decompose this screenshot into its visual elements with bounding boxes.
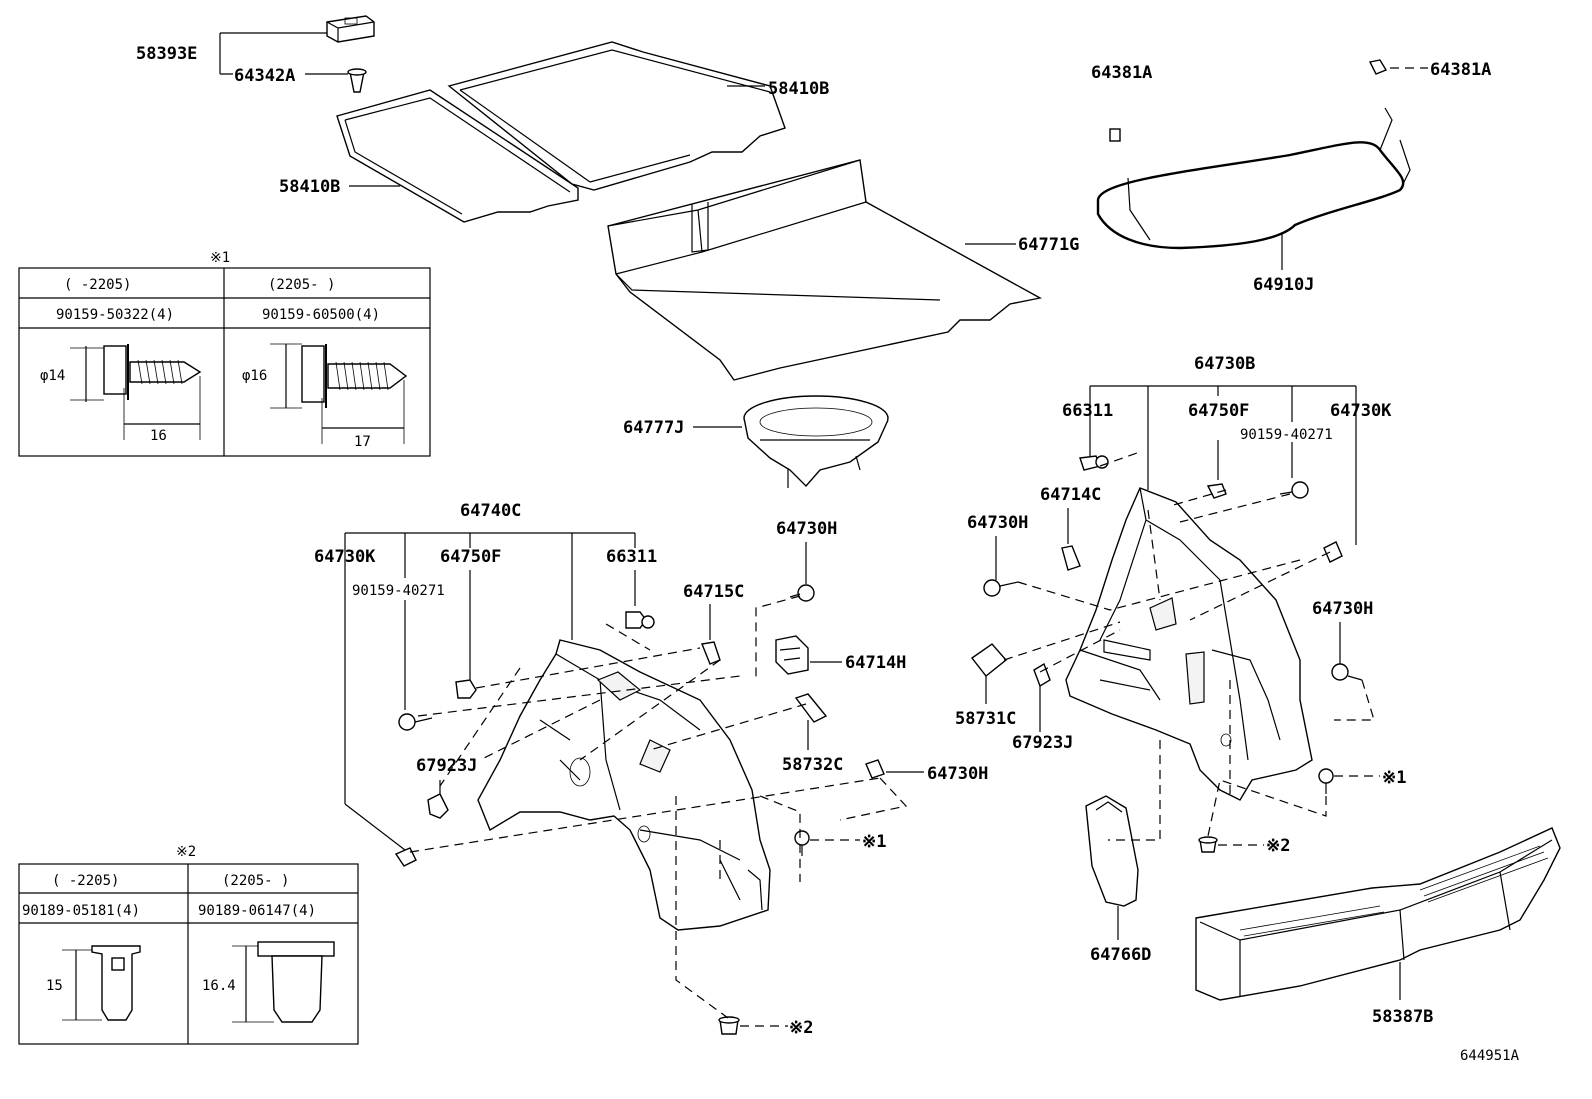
table2-col2-part: 90189-06147(4) xyxy=(198,903,316,919)
table2-col2-period: (2205- ) xyxy=(222,873,289,889)
label-64766D[interactable]: 64766D xyxy=(1090,945,1151,965)
part-67923J-left xyxy=(427,793,449,819)
screw-64730H-a xyxy=(789,584,815,602)
table1-col2-dia: φ16 xyxy=(242,368,267,384)
label-67923J-left[interactable]: 67923J xyxy=(416,756,477,776)
table1-col2-period: (2205- ) xyxy=(268,277,335,293)
label-58393E[interactable]: 58393E xyxy=(136,44,197,64)
table2-col2-height: 16.4 xyxy=(202,978,236,994)
clip-64730K-left xyxy=(394,847,417,867)
label-66311-right[interactable]: 66311 xyxy=(1062,401,1113,421)
part-58410B-board-right xyxy=(447,41,786,191)
label-mark1-right[interactable]: ※1 xyxy=(1382,768,1406,788)
label-64714C[interactable]: 64714C xyxy=(1040,485,1101,505)
clip-64342A xyxy=(347,68,367,93)
label-64730H-a[interactable]: 64730H xyxy=(776,519,837,539)
clip-64750F-right xyxy=(1206,483,1227,499)
part-64714H xyxy=(775,635,809,675)
screw-mark1-left xyxy=(794,830,810,856)
label-58410B-left[interactable]: 58410B xyxy=(279,177,340,197)
screw-icon-col2 xyxy=(270,343,408,444)
clip-64730K-right xyxy=(1323,541,1343,563)
clip-64730H-b xyxy=(865,759,885,779)
part-64715C xyxy=(701,641,721,665)
part-58410B-board-left xyxy=(336,89,579,223)
label-64750F-right[interactable]: 64750F xyxy=(1188,401,1249,421)
part-58732C xyxy=(794,693,828,723)
table2-title: ※2 xyxy=(176,844,196,860)
illustration-code: 644951A xyxy=(1460,1048,1520,1064)
clip-64750F-left xyxy=(455,679,477,699)
label-64730K-left[interactable]: 64730K xyxy=(314,547,376,567)
label-58731C[interactable]: 58731C xyxy=(955,709,1016,729)
part-67923J-right xyxy=(1033,662,1051,688)
table1-col2-part: 90159-60500(4) xyxy=(262,307,380,323)
part-64777J-tray xyxy=(743,395,889,488)
label-mark1-left[interactable]: ※1 xyxy=(862,832,886,852)
table1-col1-dia: φ14 xyxy=(40,368,65,384)
clip-mark2-right xyxy=(1198,836,1218,853)
label-64730H-c[interactable]: 64730H xyxy=(967,513,1028,533)
screw-90159-right xyxy=(1279,481,1309,499)
label-64714H[interactable]: 64714H xyxy=(845,653,906,673)
label-mark2-right[interactable]: ※2 xyxy=(1266,836,1290,856)
label-64771G[interactable]: 64771G xyxy=(1018,235,1079,255)
screw-mark1-right xyxy=(1318,768,1334,794)
table2-col1-period: ( -2205) xyxy=(52,873,119,889)
table-2: ※2 ( -2205) (2205- ) 90189-05181(4) 9018… xyxy=(18,844,359,1045)
screw-64730H-c xyxy=(983,579,1019,597)
label-58732C[interactable]: 58732C xyxy=(782,755,843,775)
part-64766D-cover xyxy=(1085,795,1139,907)
clip-icon-col2 xyxy=(232,941,335,1023)
table1-col1-len: 16 xyxy=(150,428,167,444)
table1-col1-part: 90159-50322(4) xyxy=(56,307,174,323)
table2-col1-height: 15 xyxy=(46,978,63,994)
label-67923J-right[interactable]: 67923J xyxy=(1012,733,1073,753)
label-64381A-left[interactable]: 64381A xyxy=(1091,63,1152,83)
clip-64381A-right xyxy=(1368,59,1388,75)
part-58387B-scuff xyxy=(1195,827,1561,1001)
label-90159-40271-right[interactable]: 90159-40271 xyxy=(1240,427,1333,443)
table1-title: ※1 xyxy=(210,250,230,266)
label-66311-left[interactable]: 66311 xyxy=(606,547,657,567)
label-64730H-d[interactable]: 64730H xyxy=(1312,599,1373,619)
part-58393E-block xyxy=(326,15,375,43)
table-1: ※1 ( -2205) (2205- ) 90159-50322(4) 9015… xyxy=(18,250,431,457)
part-64910J-cable xyxy=(1096,107,1411,250)
label-64910J[interactable]: 64910J xyxy=(1253,275,1314,295)
screw-90159-left xyxy=(398,713,433,731)
clip-mark2-left xyxy=(718,1016,740,1035)
label-64750F-left[interactable]: 64750F xyxy=(440,547,501,567)
label-64342A[interactable]: 64342A xyxy=(234,66,295,86)
label-64740C[interactable]: 64740C xyxy=(460,501,521,521)
part-58731C xyxy=(970,643,1008,677)
part-64730B-panel xyxy=(1065,487,1313,801)
label-58387B[interactable]: 58387B xyxy=(1372,1007,1433,1027)
label-64730B[interactable]: 64730B xyxy=(1194,354,1255,374)
label-64777J[interactable]: 64777J xyxy=(623,418,684,438)
table1-col1-period: ( -2205) xyxy=(64,277,131,293)
label-64381A-right[interactable]: 64381A xyxy=(1430,60,1491,80)
label-64715C[interactable]: 64715C xyxy=(683,582,744,602)
clip-66311-right xyxy=(1079,455,1109,471)
label-90159-40271-left[interactable]: 90159-40271 xyxy=(352,583,445,599)
screw-icon-col1 xyxy=(70,344,202,440)
label-mark2-left[interactable]: ※2 xyxy=(789,1018,813,1038)
clip-66311-left xyxy=(625,611,655,629)
screw-64730H-d xyxy=(1331,663,1363,681)
part-64740C-panel xyxy=(477,639,771,931)
table1-col2-len: 17 xyxy=(354,434,371,450)
label-64730H-b[interactable]: 64730H xyxy=(927,764,988,784)
table2-col1-part: 90189-05181(4) xyxy=(22,903,140,919)
part-64714C xyxy=(1061,545,1081,571)
label-64730K-right[interactable]: 64730K xyxy=(1330,401,1392,421)
part-64771G-mat xyxy=(607,159,1043,381)
clip-icon-col1 xyxy=(62,945,141,1021)
label-58410B-top[interactable]: 58410B xyxy=(768,79,829,99)
